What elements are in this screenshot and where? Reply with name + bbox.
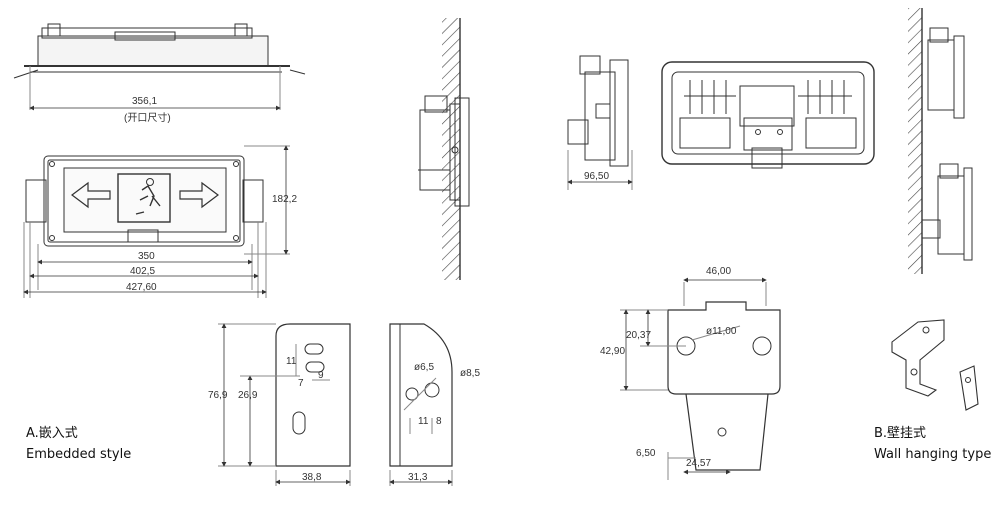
- dim-bracket-w: 38,8: [302, 472, 322, 483]
- side-view-b: [567, 55, 633, 190]
- dim-w402: 402,5: [130, 266, 155, 277]
- dim-depth: 96,50: [584, 171, 609, 182]
- bracket-3d-view: [891, 319, 979, 411]
- side-view-a: [418, 18, 470, 280]
- dim-h4290: 42,90: [600, 346, 625, 357]
- dim-bracket-h1: 76,9: [208, 390, 228, 401]
- back-view: [661, 61, 875, 169]
- wall-install-view: [908, 8, 973, 274]
- dim-side-8: 8: [436, 416, 442, 427]
- dim-hole-85: ø8,5: [460, 368, 480, 379]
- dim-bracket-h2: 26,9: [238, 390, 258, 401]
- bracket-front-view: [218, 323, 351, 486]
- dim-height-front: 182,2: [272, 194, 297, 205]
- dim-h650: 6,50: [636, 448, 656, 459]
- dim-top-cutout: (开口尺寸): [124, 111, 171, 124]
- front-view: [23, 145, 290, 298]
- caption-a-english: Embedded style: [26, 447, 132, 462]
- dim-h2037: 20,37: [626, 330, 651, 341]
- dim-w2457: 24,57: [686, 458, 711, 469]
- bracket-profile-view: [389, 323, 453, 486]
- dim-slot-11: 11: [286, 356, 297, 367]
- caption-a-chinese: A.嵌入式: [26, 426, 78, 441]
- caption-b-chinese: B.壁挂式: [874, 426, 927, 441]
- caption-b-english: Wall hanging type: [874, 447, 992, 462]
- dim-hole-11: ø11,00: [706, 326, 737, 337]
- dim-top-width: 356,1: [132, 96, 157, 107]
- dim-side-w: 31,3: [408, 472, 428, 483]
- dim-slot-9: 9: [318, 370, 324, 381]
- dim-w46: 46,00: [706, 266, 731, 277]
- dim-w427: 427,60: [126, 282, 157, 293]
- dim-side-11: 11: [418, 416, 429, 427]
- dim-slot-7: 7: [298, 378, 304, 389]
- top-view: [13, 23, 306, 111]
- wall-bracket-view: [620, 277, 781, 480]
- dim-hole-65: ø6,5: [414, 362, 434, 373]
- dim-w350: 350: [138, 251, 155, 262]
- dimension-labels: 356,1 (开口尺寸) 182,2 350 402,5 427,60 96,5…: [124, 96, 737, 483]
